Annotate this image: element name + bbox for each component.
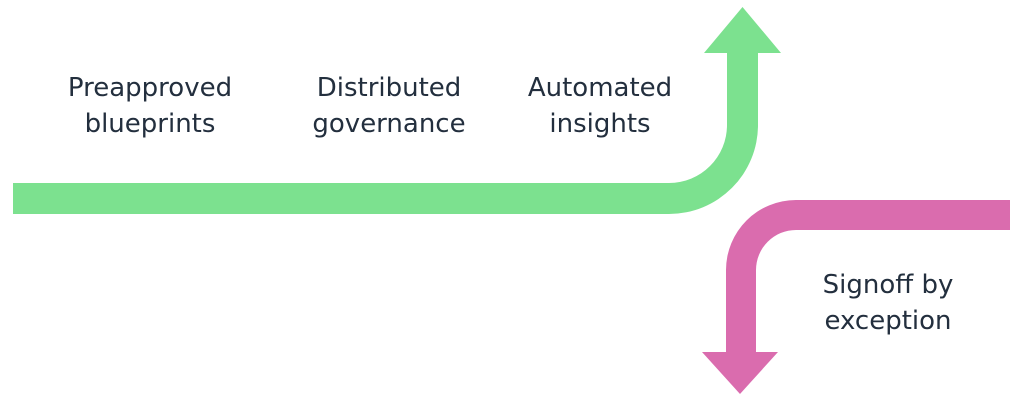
label-signoff-by-exception: Signoff by exception: [822, 270, 954, 336]
label-automated-insights: Automated insights: [527, 73, 673, 139]
label-distributed-governance: Distributed governance: [312, 73, 466, 139]
pink-down-arrow-icon: [702, 200, 1010, 394]
green-up-arrow-icon: [13, 7, 781, 214]
label-preapproved-blueprints: Preapproved blueprints: [67, 73, 233, 139]
